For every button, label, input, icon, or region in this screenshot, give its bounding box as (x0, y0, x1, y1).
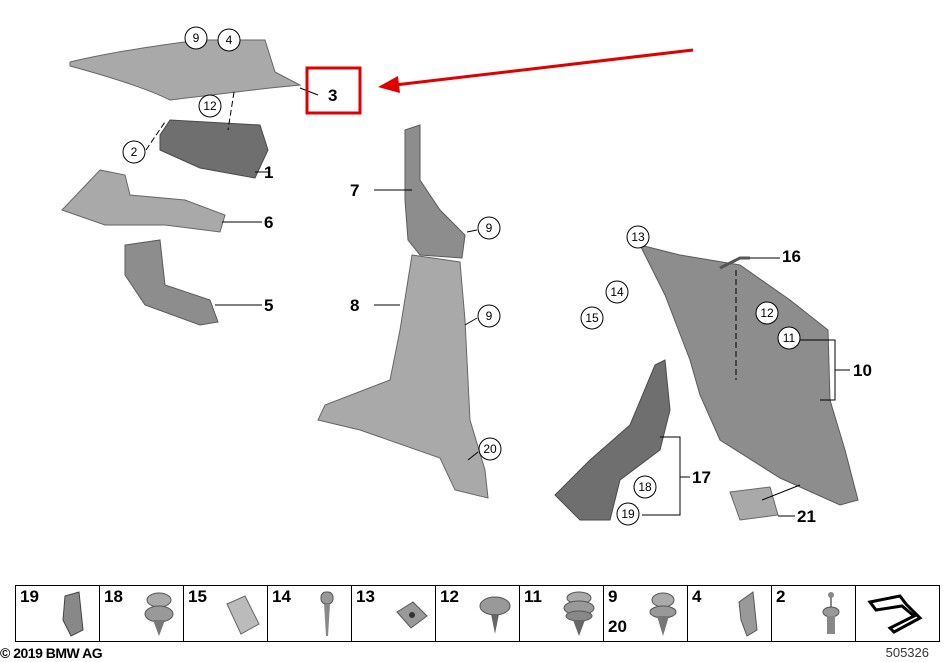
cell-label: 14 (272, 587, 291, 606)
svg-text:12: 12 (760, 306, 774, 320)
strip-cell-19[interactable]: 19 (16, 586, 100, 641)
push-rivet-icon (649, 592, 677, 636)
svg-text:11: 11 (783, 331, 796, 345)
callout-14: 14 (605, 280, 629, 304)
cell-label: 15 (188, 587, 207, 606)
callout-12: 12 (198, 94, 222, 118)
part-5-cover[interactable] (124, 239, 219, 326)
pin-icon (822, 592, 840, 634)
push-rivet-icon (144, 592, 174, 636)
cell-label: 13 (356, 587, 375, 606)
svg-text:12: 12 (203, 99, 217, 113)
part-8-b-pillar[interactable] (317, 254, 489, 499)
label-1[interactable]: 1 (264, 163, 273, 182)
callout-19: 19 (616, 502, 640, 526)
strip-cell-14[interactable]: 14 (268, 586, 352, 641)
cap-icon (226, 595, 260, 635)
navigate-arrow-icon (867, 594, 923, 634)
part-16-rod[interactable] (719, 256, 750, 270)
part-21-cover[interactable] (729, 486, 779, 521)
label-6[interactable]: 6 (264, 213, 273, 232)
strip-cell-navigation[interactable] (856, 586, 939, 641)
copyright: © 2019 BMW AG (0, 645, 103, 661)
label-7[interactable]: 7 (350, 181, 359, 200)
label-8[interactable]: 8 (350, 296, 359, 315)
svg-text:20: 20 (483, 442, 497, 456)
cell-label: 2 (776, 587, 786, 606)
part-10-rear-panel[interactable] (639, 244, 859, 506)
svg-text:9: 9 (486, 309, 493, 323)
label-5[interactable]: 5 (264, 296, 273, 315)
callout-15: 15 (580, 306, 604, 330)
strip-cell-13[interactable]: 13 (352, 586, 436, 641)
label-3[interactable]: 3 (328, 86, 337, 105)
label-21[interactable]: 21 (797, 507, 816, 526)
part-6-panel[interactable] (61, 169, 226, 233)
cell-label: 20 (608, 617, 627, 636)
callout-9: 9 (477, 216, 501, 240)
expanding-rivet-icon (563, 591, 595, 636)
cell-label: 12 (440, 587, 459, 606)
parts-strip: 19 18 15 14 13 12 11 9 20 4 2 (15, 585, 940, 642)
callout-13: 13 (626, 225, 650, 249)
strip-cell-18[interactable]: 18 (100, 586, 184, 641)
screw-icon (320, 591, 334, 636)
svg-text:13: 13 (631, 230, 645, 244)
label-10[interactable]: 10 (853, 361, 872, 380)
part-3-trim[interactable] (69, 39, 302, 101)
callout-12: 12 (755, 301, 779, 325)
clip-icon (62, 591, 84, 637)
spring-clip-icon (738, 591, 758, 637)
svg-text:2: 2 (131, 145, 138, 159)
svg-text:9: 9 (486, 221, 493, 235)
part-7-upper-pillar[interactable] (404, 124, 466, 259)
strip-cell-12[interactable]: 12 (436, 586, 520, 641)
strip-cell-11[interactable]: 11 (520, 586, 604, 641)
leader-lines (145, 87, 850, 517)
part-17-trim[interactable] (554, 359, 671, 521)
strip-cell-4[interactable]: 4 (688, 586, 772, 641)
cell-label: 19 (20, 587, 39, 606)
strip-cell-9-20[interactable]: 9 20 (604, 586, 688, 641)
label-17[interactable]: 17 (692, 468, 711, 487)
red-arrow-icon (378, 48, 694, 93)
label-16[interactable]: 16 (782, 247, 801, 266)
callout-9: 9 (477, 304, 501, 328)
svg-text:18: 18 (638, 480, 652, 494)
svg-text:19: 19 (621, 507, 635, 521)
callout-20: 20 (478, 437, 502, 461)
highlight-box (305, 66, 362, 115)
nut-icon (396, 601, 428, 629)
diagram-number: 505326 (885, 645, 929, 660)
cell-label: 11 (524, 587, 542, 606)
callout-18: 18 (633, 475, 657, 499)
part-1-handle[interactable] (159, 119, 269, 179)
clip-icon (479, 596, 511, 634)
callout-2: 2 (122, 140, 146, 164)
callout-11: 11 (777, 326, 801, 350)
svg-text:14: 14 (610, 285, 624, 299)
cell-label: 18 (104, 587, 123, 606)
callout-4: 4 (217, 28, 241, 52)
svg-text:15: 15 (585, 311, 599, 325)
svg-text:9: 9 (193, 31, 200, 45)
svg-text:4: 4 (226, 33, 233, 47)
cell-label: 9 (608, 587, 618, 606)
strip-cell-15[interactable]: 15 (184, 586, 268, 641)
strip-cell-2[interactable]: 2 (772, 586, 856, 641)
cell-label: 4 (692, 587, 702, 606)
callout-9: 9 (184, 26, 208, 50)
